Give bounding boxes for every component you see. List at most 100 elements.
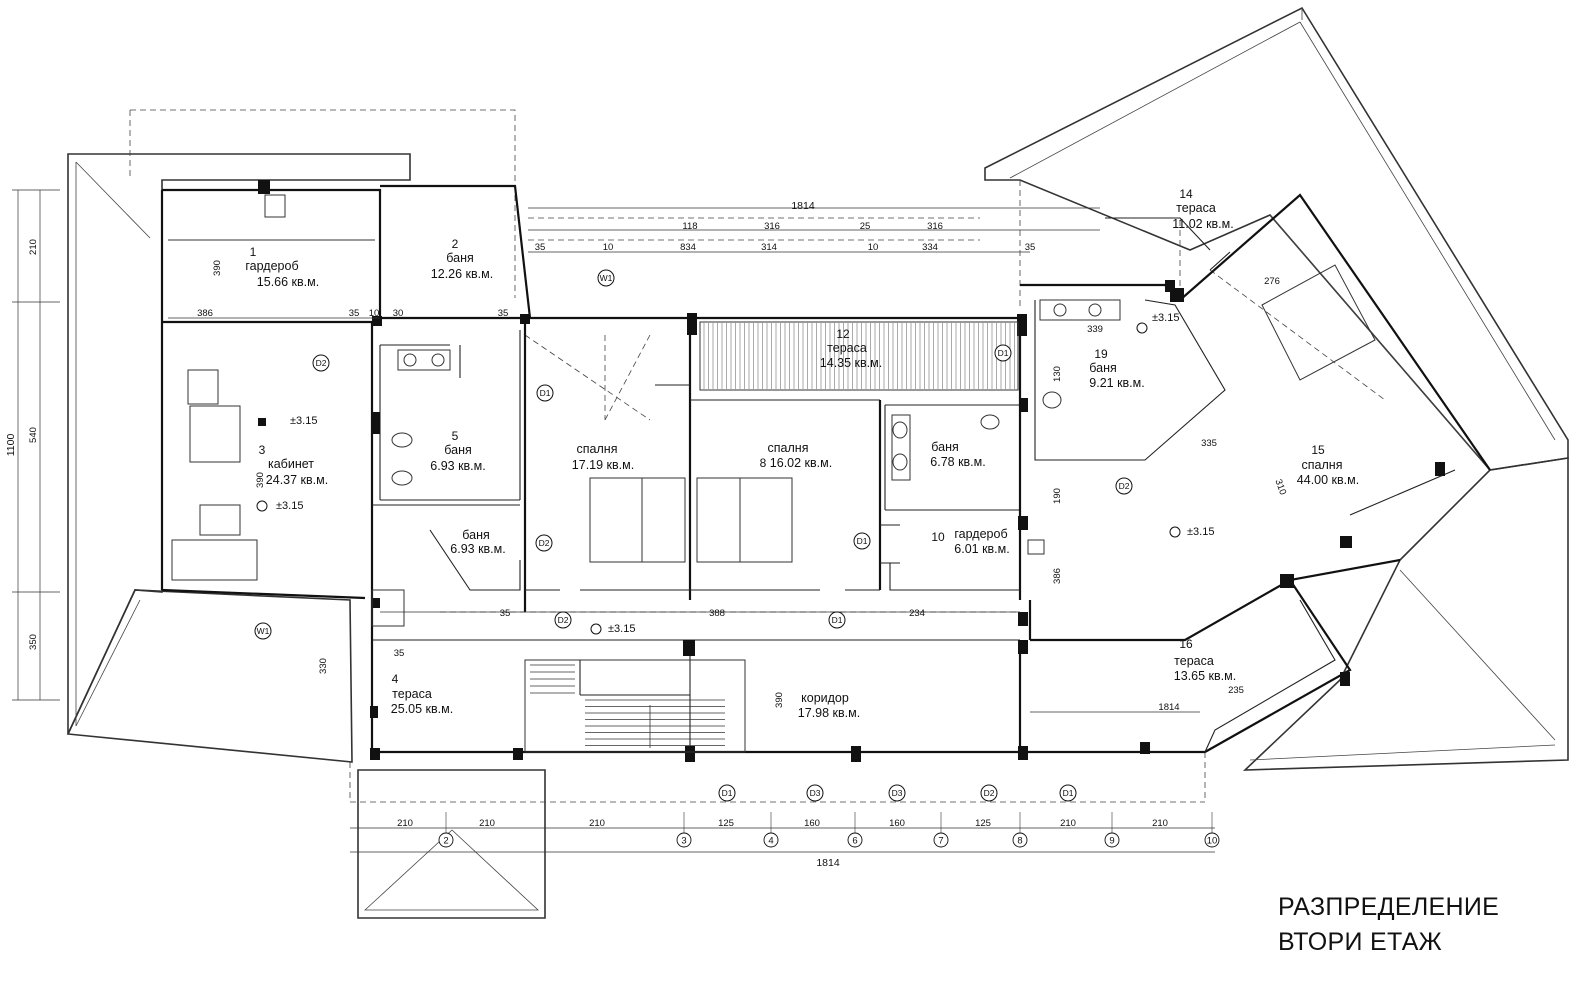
svg-text:44.00 кв.м.: 44.00 кв.м.: [1297, 473, 1359, 487]
level-mark-1: ±3.15: [258, 415, 317, 427]
svg-text:35: 35: [1025, 242, 1036, 253]
svg-text:гардероб: гардероб: [954, 527, 1007, 541]
level-mark-4: ±3.15: [1169, 526, 1214, 538]
room-label-15: 15 спалня 44.00 кв.м.: [1297, 443, 1359, 487]
dim-top-chain-2: 35 10 834 314 10 334 35: [535, 242, 1036, 253]
svg-text:9.21 кв.м.: 9.21 кв.м.: [1089, 376, 1144, 390]
svg-text:190: 190: [1052, 488, 1063, 504]
terrace-12-decking: [699, 321, 1019, 391]
drawing-title-line-2: ВТОРИ ЕТАЖ: [1278, 928, 1443, 956]
svg-text:тераса: тераса: [827, 341, 867, 355]
axis-number-8: 8: [1017, 836, 1022, 847]
level-mark-2: ±3.15: [256, 500, 303, 512]
svg-text:тераса: тераса: [1176, 201, 1216, 215]
dim-left-overall: 1100: [5, 434, 17, 457]
svg-text:15.66 кв.м.: 15.66 кв.м.: [257, 275, 319, 289]
svg-text:350: 350: [28, 634, 39, 650]
svg-text:210: 210: [1152, 818, 1168, 829]
axis-number-6: 6: [852, 836, 857, 847]
svg-text:210: 210: [1060, 818, 1076, 829]
svg-text:D2: D2: [539, 538, 550, 548]
svg-text:5: 5: [452, 429, 459, 443]
svg-text:125: 125: [975, 818, 991, 829]
svg-text:210: 210: [479, 818, 495, 829]
svg-text:334: 334: [922, 242, 938, 253]
room-label-bedroom-8: спалня 8 16.02 кв.м.: [760, 441, 833, 470]
svg-text:540: 540: [28, 427, 39, 443]
door-tag: D2: [554, 611, 572, 629]
svg-text:330: 330: [318, 658, 329, 674]
door-tag: D1: [828, 611, 846, 629]
svg-text:30: 30: [393, 308, 404, 319]
door-tag: D2: [535, 534, 553, 552]
svg-text:210: 210: [28, 239, 39, 255]
svg-text:19: 19: [1094, 347, 1108, 361]
svg-text:коридор: коридор: [801, 691, 849, 705]
door-tag: D2: [312, 354, 330, 372]
svg-text:388: 388: [709, 608, 725, 619]
svg-text:13.65 кв.м.: 13.65 кв.м.: [1174, 669, 1236, 683]
svg-text:баня: баня: [446, 251, 474, 265]
svg-text:D1: D1: [1063, 788, 1074, 798]
axis-number-4: 4: [768, 836, 773, 847]
door-tag: D1: [1059, 784, 1077, 802]
svg-text:D2: D2: [558, 615, 569, 625]
room-label-14: 14 тераса 11.02 кв.м.: [1172, 187, 1233, 231]
svg-text:баня: баня: [931, 440, 959, 454]
svg-text:±3.15: ±3.15: [1187, 526, 1214, 538]
svg-text:D3: D3: [810, 788, 821, 798]
svg-text:D2: D2: [984, 788, 995, 798]
svg-text:130: 130: [1052, 366, 1063, 382]
door-tag: D2: [1115, 477, 1133, 495]
axis-number-2: 2: [443, 836, 448, 847]
svg-text:1100: 1100: [5, 434, 17, 457]
svg-text:спалня: спалня: [1302, 458, 1343, 472]
door-tag: D1: [994, 344, 1012, 362]
svg-text:1: 1: [250, 245, 257, 259]
svg-text:335: 335: [1201, 438, 1217, 449]
dim-overall-bottom: 1814: [816, 857, 840, 869]
svg-text:386: 386: [197, 308, 213, 319]
room-label-3: 3 кабинет 24.37 кв.м.: [259, 443, 329, 487]
svg-text:4: 4: [392, 672, 399, 686]
svg-text:210: 210: [397, 818, 413, 829]
drawing-title-line-1: РАЗПРЕДЕЛЕНИЕ: [1278, 893, 1500, 921]
svg-text:11.02 кв.м.: 11.02 кв.м.: [1172, 217, 1233, 231]
svg-text:2: 2: [452, 237, 459, 251]
svg-text:118: 118: [682, 221, 697, 232]
level-mark-3: ±3.15: [590, 623, 635, 635]
svg-text:12: 12: [836, 327, 850, 341]
svg-text:W1: W1: [600, 273, 613, 283]
svg-text:35: 35: [349, 308, 360, 319]
room-label-4: 4 тераса 25.05 кв.м.: [391, 672, 453, 716]
room-label-bedroom-7: спалня 17.19 кв.м.: [572, 442, 634, 472]
svg-text:390: 390: [774, 692, 785, 708]
entrance-canopy: [357, 769, 546, 919]
svg-text:D2: D2: [316, 358, 327, 368]
svg-text:10: 10: [369, 308, 380, 319]
svg-text:390: 390: [255, 472, 266, 488]
svg-text:125: 125: [718, 818, 734, 829]
svg-text:1814: 1814: [816, 857, 840, 869]
room-label-1: 1 гардероб 15.66 кв.м.: [245, 245, 319, 289]
svg-text:D1: D1: [540, 388, 551, 398]
svg-text:235: 235: [1228, 685, 1244, 696]
svg-text:160: 160: [804, 818, 820, 829]
svg-text:±3.15: ±3.15: [608, 623, 635, 635]
svg-text:25.05 кв.м.: 25.05 кв.м.: [391, 702, 453, 716]
svg-text:D1: D1: [832, 615, 843, 625]
svg-text:14.35 кв.м.: 14.35 кв.м.: [820, 356, 882, 370]
svg-text:25: 25: [860, 221, 871, 232]
svg-text:12.26 кв.м.: 12.26 кв.м.: [431, 267, 493, 281]
svg-text:314: 314: [761, 242, 777, 253]
svg-text:6.93 кв.м.: 6.93 кв.м.: [430, 459, 485, 473]
axis-number-10: 10: [1207, 836, 1218, 847]
room-label-corridor: коридор 17.98 кв.м.: [798, 691, 860, 720]
svg-text:D1: D1: [998, 348, 1009, 358]
room-label-16: 16 тераса 13.65 кв.м.: [1174, 637, 1236, 683]
door-tag: D3: [806, 784, 824, 802]
dim-misc: 386 35 10 30 35 390 388 35 234 330 390 3…: [197, 260, 1288, 713]
svg-text:±3.15: ±3.15: [276, 500, 303, 512]
